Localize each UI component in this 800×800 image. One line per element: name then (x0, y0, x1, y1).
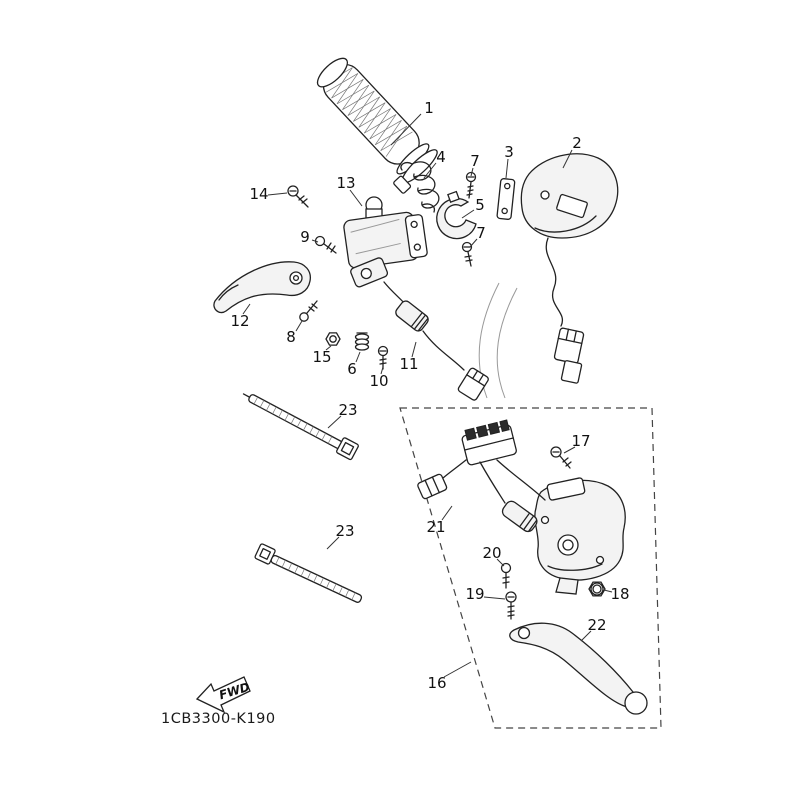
part-switch-housing-lower (534, 477, 626, 595)
callout-number-23: 23 (338, 401, 357, 419)
part-cable-guide (436, 190, 477, 240)
callout-number-18: 18 (610, 585, 629, 603)
callout-number-21: 21 (426, 518, 445, 536)
callout-number-14: 14 (249, 185, 268, 203)
callout-number-6: 6 (347, 360, 357, 378)
callout-number-3: 3 (504, 143, 514, 161)
callout-leader-10 (380, 366, 384, 375)
callout-number-5: 5 (475, 196, 485, 214)
assembly-group-boundary (399, 407, 662, 729)
callout-leader-4 (423, 162, 437, 179)
callout-number-13: 13 (336, 174, 355, 192)
callout-number-9: 9 (300, 228, 310, 246)
part-cable-band-2 (254, 543, 363, 603)
part-screw-9 (314, 235, 337, 254)
callout-leader-15 (325, 345, 332, 351)
callout-number-12: 12 (230, 312, 249, 330)
part-screw-8 (299, 300, 318, 322)
callout-number-23: 23 (335, 522, 354, 540)
part-screw-7a (465, 171, 477, 199)
callout-leader-22 (580, 630, 592, 642)
part-screw-17 (550, 446, 572, 469)
callout-number-4: 4 (436, 148, 446, 166)
callout-leader-17 (563, 446, 576, 454)
callout-number-7: 7 (470, 152, 480, 170)
part-screw-19 (505, 591, 517, 620)
callout-number-7: 7 (476, 224, 486, 242)
callout-leader-21 (441, 505, 453, 521)
callout-number-11: 11 (399, 355, 418, 373)
callout-leader-16 (443, 661, 472, 678)
callout-leader-12 (242, 303, 251, 315)
callout-leader-19 (483, 596, 506, 600)
callout-number-20: 20 (482, 544, 501, 562)
callout-leader-3 (505, 158, 509, 179)
callout-leader-14 (267, 192, 288, 196)
callout-leader-20 (496, 558, 505, 567)
callout-leader-2 (562, 149, 573, 169)
callout-number-10: 10 (369, 372, 388, 390)
part-brake-lever-2 (509, 622, 648, 715)
diagram-code: 1CB3300-K190 (161, 711, 276, 727)
part-nut-15 (325, 332, 341, 346)
callout-number-19: 19 (465, 585, 484, 603)
part-screw-20 (500, 562, 512, 589)
part-screw-7b (461, 241, 473, 267)
callout-number-17: 17 (571, 432, 590, 450)
part-lever-holder (343, 196, 428, 306)
part-screw-10 (377, 345, 389, 370)
callout-number-1: 1 (424, 99, 434, 117)
callout-number-16: 16 (427, 674, 446, 692)
callout-leader-13 (349, 189, 363, 207)
part-brake-lever (213, 261, 311, 314)
callout-leader-7 (469, 238, 478, 248)
callout-leader-18 (603, 589, 613, 593)
callout-leader-11 (411, 341, 417, 358)
part-screw-14 (287, 185, 309, 208)
callout-leader-6 (355, 351, 361, 363)
part-spring-6 (354, 332, 370, 351)
part-throttle-grip (316, 57, 438, 194)
part-bracket (496, 178, 516, 220)
callout-leader-23 (326, 536, 340, 550)
part-cable-band-1 (242, 393, 359, 461)
part-throttle-spring (400, 161, 440, 213)
callout-leader-5 (461, 209, 475, 219)
callout-number-15: 15 (312, 348, 331, 366)
callout-number-8: 8 (286, 328, 296, 346)
callout-leader-9 (311, 239, 319, 243)
callout-leader-1 (390, 113, 422, 146)
callout-number-22: 22 (587, 616, 606, 634)
part-nut-18 (588, 581, 606, 597)
part-wire-connector-assembly (417, 419, 546, 533)
part-switch-housing-upper (520, 153, 619, 384)
callout-leader-7 (470, 167, 474, 177)
callout-leader-23 (327, 415, 342, 429)
part-brake-switch (395, 300, 489, 401)
callout-number-2: 2 (572, 134, 582, 152)
callout-leader-8 (295, 320, 303, 332)
